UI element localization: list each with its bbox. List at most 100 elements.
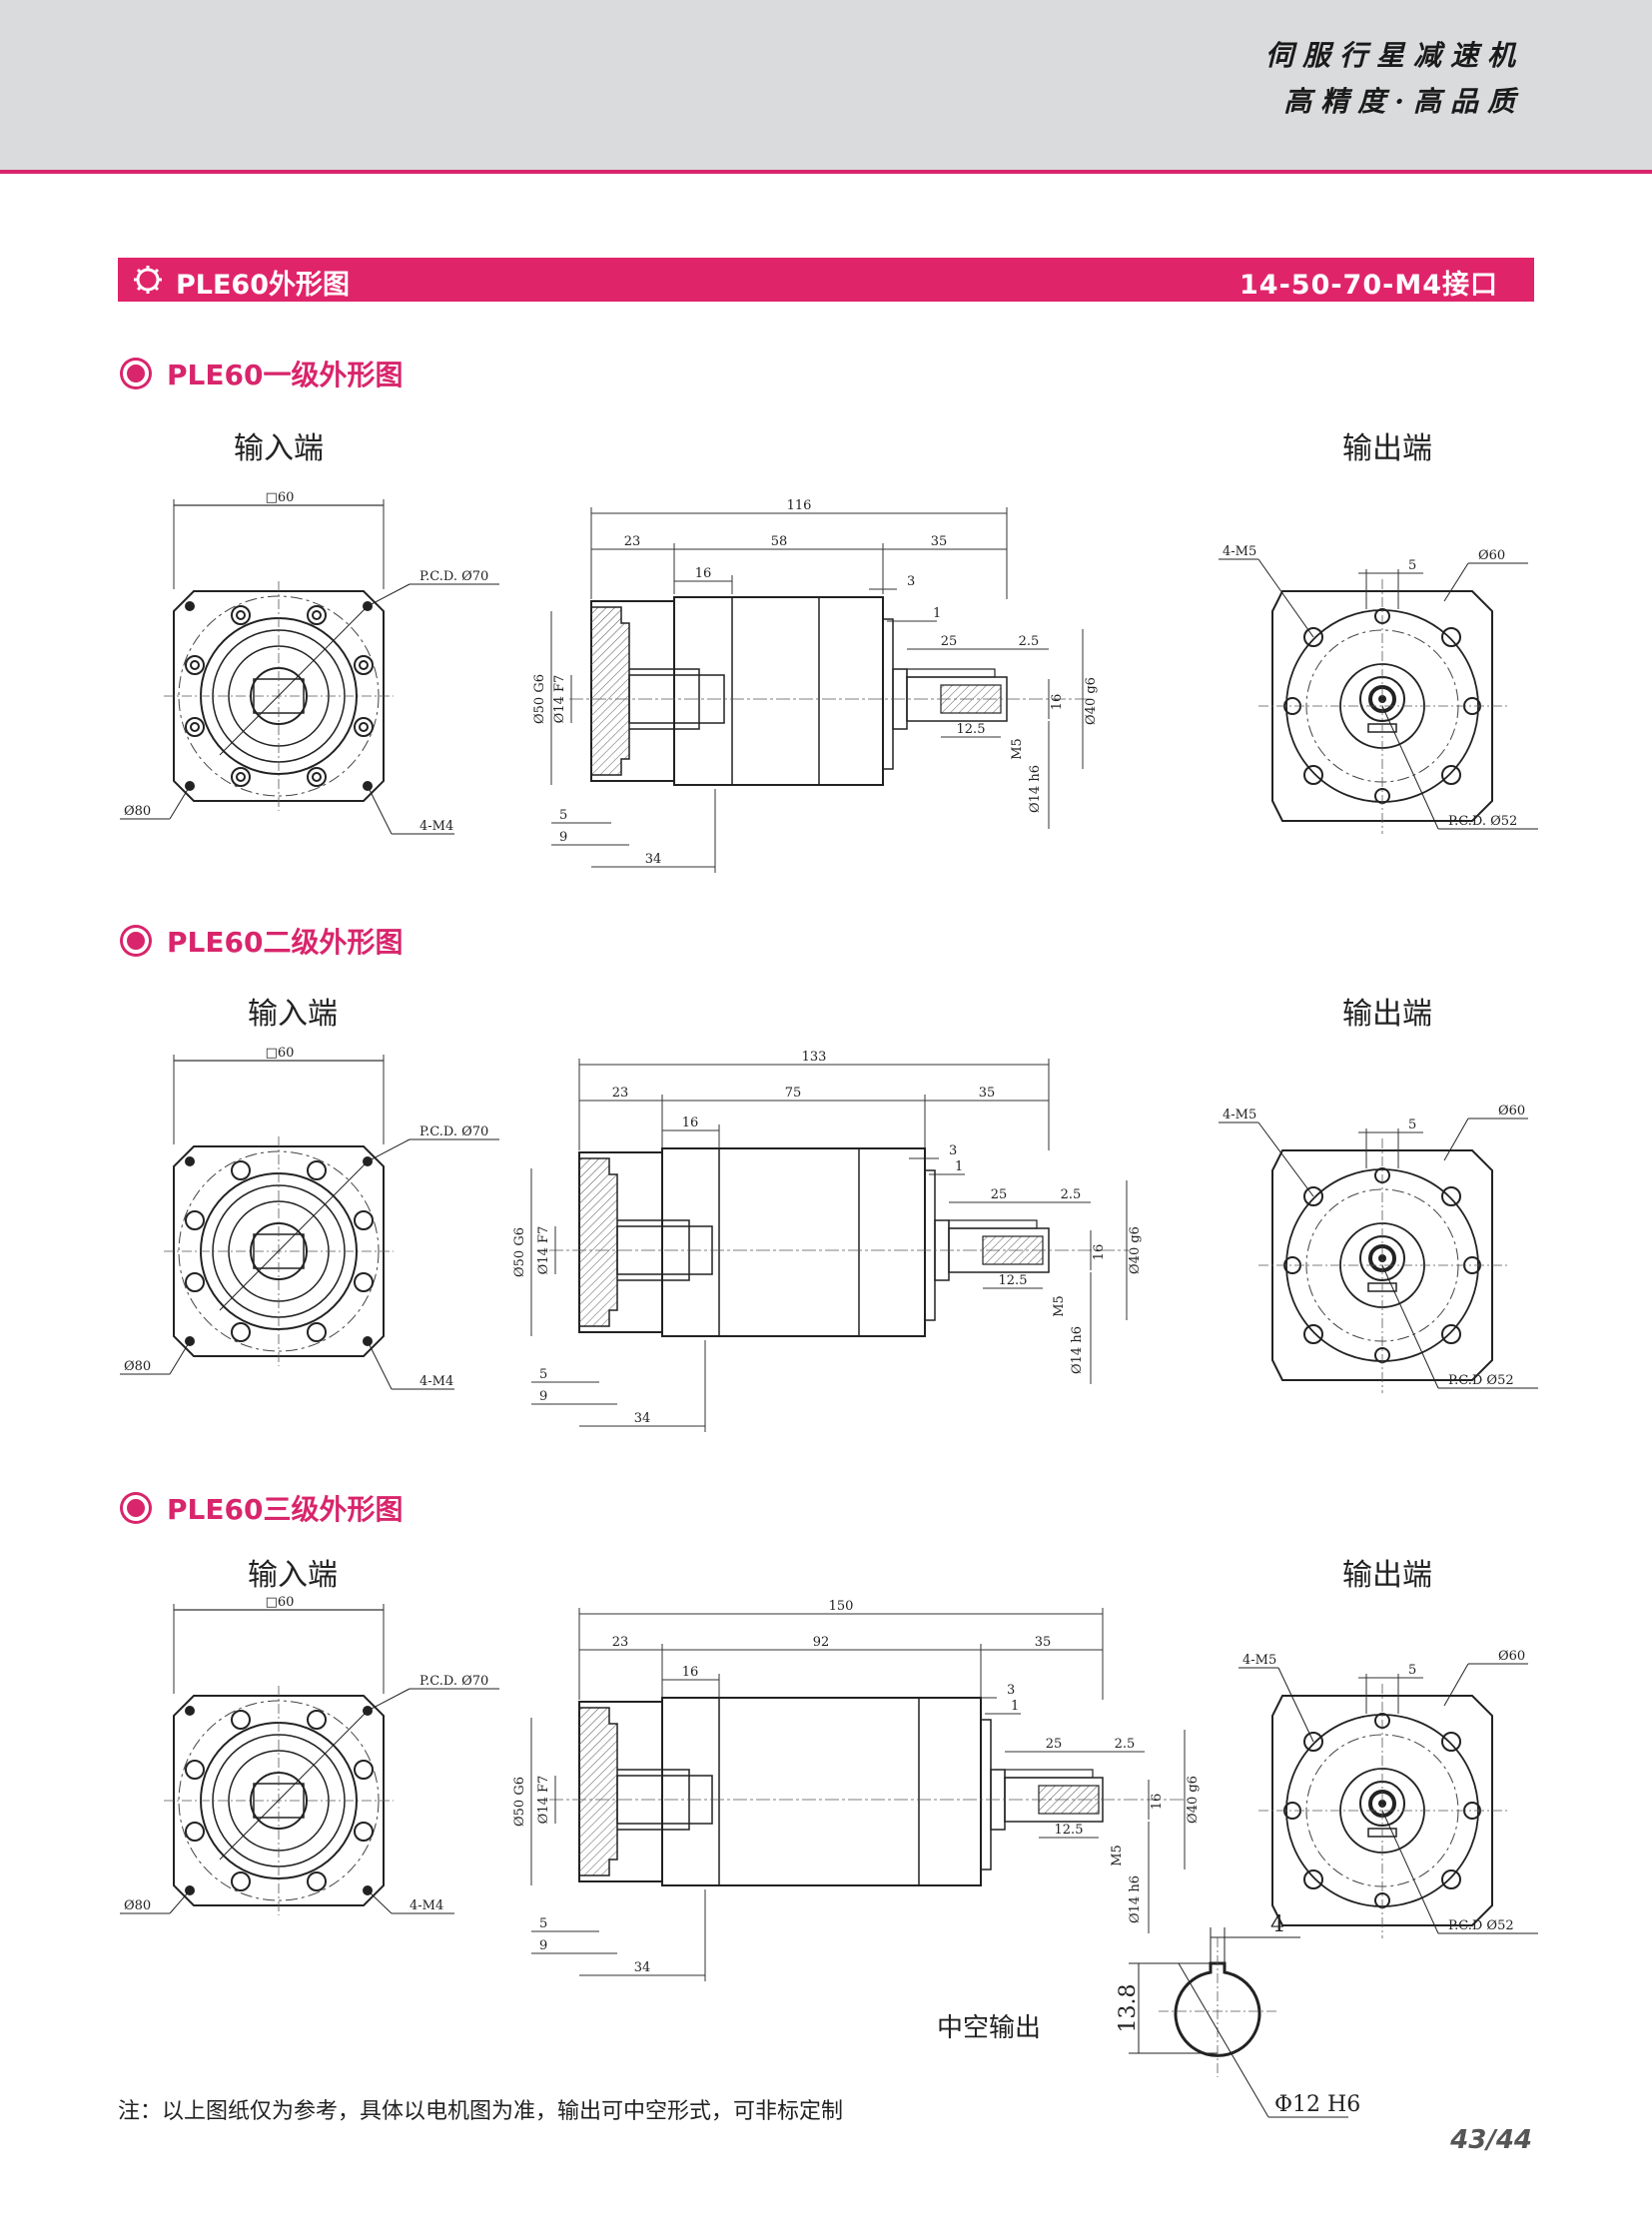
dim-total: 133 [802,1050,827,1065]
dim-total: 150 [829,1599,854,1614]
section-heading-1: PLE60一级外形图 [118,354,403,393]
dim-16v: 16 [1050,694,1065,711]
dim-3: 3 [949,1143,957,1158]
dim-seg2: 58 [771,534,788,549]
dim-dia: Φ12 H6 [1274,2092,1360,2117]
dim-25: 25 [941,634,958,649]
dim-9: 9 [539,1938,547,1953]
input-end-view-3: □60 P.C.D. Ø70 Ø80 4-M4 [120,1595,499,1915]
dim-1: 1 [933,606,941,621]
dim-m5: M5 [1010,738,1025,760]
dim-holes: 4-M5 [1242,1653,1276,1668]
dim-5: 5 [1408,1663,1416,1678]
section-heading-2: PLE60二级外形图 [118,921,403,961]
dim-12-5: 12.5 [957,722,986,737]
dim-pcd: P.C.D. Ø70 [419,1124,488,1139]
dim-2-5: 2.5 [1061,1187,1082,1202]
dim-16: 16 [682,1665,699,1680]
dim-seg1: 23 [612,1086,629,1101]
dim-9: 9 [559,830,567,845]
dim-5: 5 [1408,1118,1416,1132]
title-left: PLE60外形图 [176,270,351,301]
dim-9: 9 [539,1389,547,1404]
dim-square: □60 [266,490,295,505]
dim-phi14h6: Ø14 h6 [1128,1875,1143,1923]
input-end-view-2: □60 P.C.D. Ø70 Ø80 4-M4 [120,1046,499,1390]
dim-1: 1 [955,1159,963,1174]
title-bar: PLE60外形图 14-50-70-M4接口 [118,258,1534,302]
output-end-view-2: 5 4-M5 Ø60 P.C.D Ø52 [1219,1104,1538,1393]
input-end-view-1: □60 P.C.D. Ø70 Ø80 4-M4 [120,490,499,835]
dim-2-5: 2.5 [1019,634,1040,649]
hollow-output-detail: 4 13.8 Φ12 H6 [1116,1912,1360,2118]
dim-34: 34 [634,1960,651,1975]
bullet-icon [123,928,149,954]
dim-holes: 4-M4 [419,1374,453,1389]
input-label-3: 输入端 [248,1558,338,1593]
dim-height: 13.8 [1116,1984,1141,2033]
output-label-3: 输出端 [1342,1558,1432,1593]
dim-5: 5 [559,808,567,823]
slogan-line1: 伺服行星减速机 [1264,39,1524,72]
dim-1: 1 [1011,1699,1019,1714]
dim-pcd: P.C.D. Ø70 [419,1674,488,1689]
dim-phi40: Ø40 g6 [1084,677,1099,725]
dim-dia: Ø80 [124,1898,151,1913]
input-label-2: 输入端 [248,997,338,1032]
dim-pcd: P.C.D. Ø52 [1448,814,1517,829]
dim-34: 34 [634,1411,651,1426]
dim-seg2: 75 [785,1086,802,1101]
dim-seg3: 35 [1035,1635,1052,1650]
dim-phi50: Ø50 G6 [532,674,547,724]
dim-phi14f7: Ø14 F7 [552,675,567,724]
dim-34: 34 [645,852,662,867]
dim-12-5: 12.5 [999,1273,1028,1288]
bullet-icon [123,361,149,386]
dim-dia: Ø80 [124,1359,151,1374]
dim-m5: M5 [1052,1295,1067,1317]
dim-dia: Ø60 [1498,1649,1525,1664]
dim-3: 3 [907,574,915,589]
title-right: 14-50-70-M4接口 [1239,270,1498,301]
dim-2-5: 2.5 [1115,1737,1136,1752]
side-view-3: 150 23 92 35 16 3 1 25 2.5 16 Ø40 g6 12.… [512,1599,1201,1981]
dim-seg3: 35 [931,534,948,549]
dim-5: 5 [539,1916,547,1931]
input-label-1: 输入端 [234,431,324,466]
dim-phi50: Ø50 G6 [512,1777,527,1827]
dim-5: 5 [1408,558,1416,573]
output-label-2: 输出端 [1342,997,1432,1032]
dim-phi40: Ø40 g6 [1128,1226,1143,1274]
side-view-2: 133 23 75 35 16 3 1 25 2.5 16 Ø40 g6 12.… [512,1050,1143,1432]
hollow-output-label: 中空输出 [937,2013,1042,2043]
header-divider [0,170,1652,174]
dim-seg3: 35 [979,1086,996,1101]
dim-holes: 4-M4 [419,819,453,834]
dim-pcd: P.C.D. Ø70 [419,569,488,584]
dim-phi50: Ø50 G6 [512,1227,527,1277]
side-view-1: 116 23 58 35 16 3 1 25 2.5 16 Ø40 g6 12.… [532,498,1099,873]
dim-dia: Ø60 [1478,548,1505,563]
dim-12-5: 12.5 [1055,1823,1084,1838]
dim-total: 116 [787,498,812,513]
slogan-line2: 高精度·高品质 [1283,85,1524,118]
dim-phi40: Ø40 g6 [1186,1776,1201,1824]
dim-25: 25 [1046,1737,1063,1752]
dim-seg1: 23 [612,1635,629,1650]
dim-16v: 16 [1092,1244,1107,1261]
header-band [0,0,1652,170]
dim-dia: Ø60 [1498,1104,1525,1119]
page-number: 43/44 [1450,2125,1532,2155]
dim-square: □60 [266,1595,295,1610]
dim-16v: 16 [1150,1794,1165,1811]
dim-square: □60 [266,1046,295,1061]
gear-icon [134,266,162,294]
output-label-1: 输出端 [1342,431,1432,466]
dim-seg2: 92 [813,1635,830,1650]
output-end-view-3: 5 4-M5 Ø60 P.C.D Ø52 [1239,1649,1538,1938]
bullet-icon [123,1495,149,1521]
dim-16: 16 [695,566,712,581]
dim-16: 16 [682,1116,699,1130]
dim-seg1: 23 [624,534,641,549]
dim-m5: M5 [1110,1845,1125,1866]
